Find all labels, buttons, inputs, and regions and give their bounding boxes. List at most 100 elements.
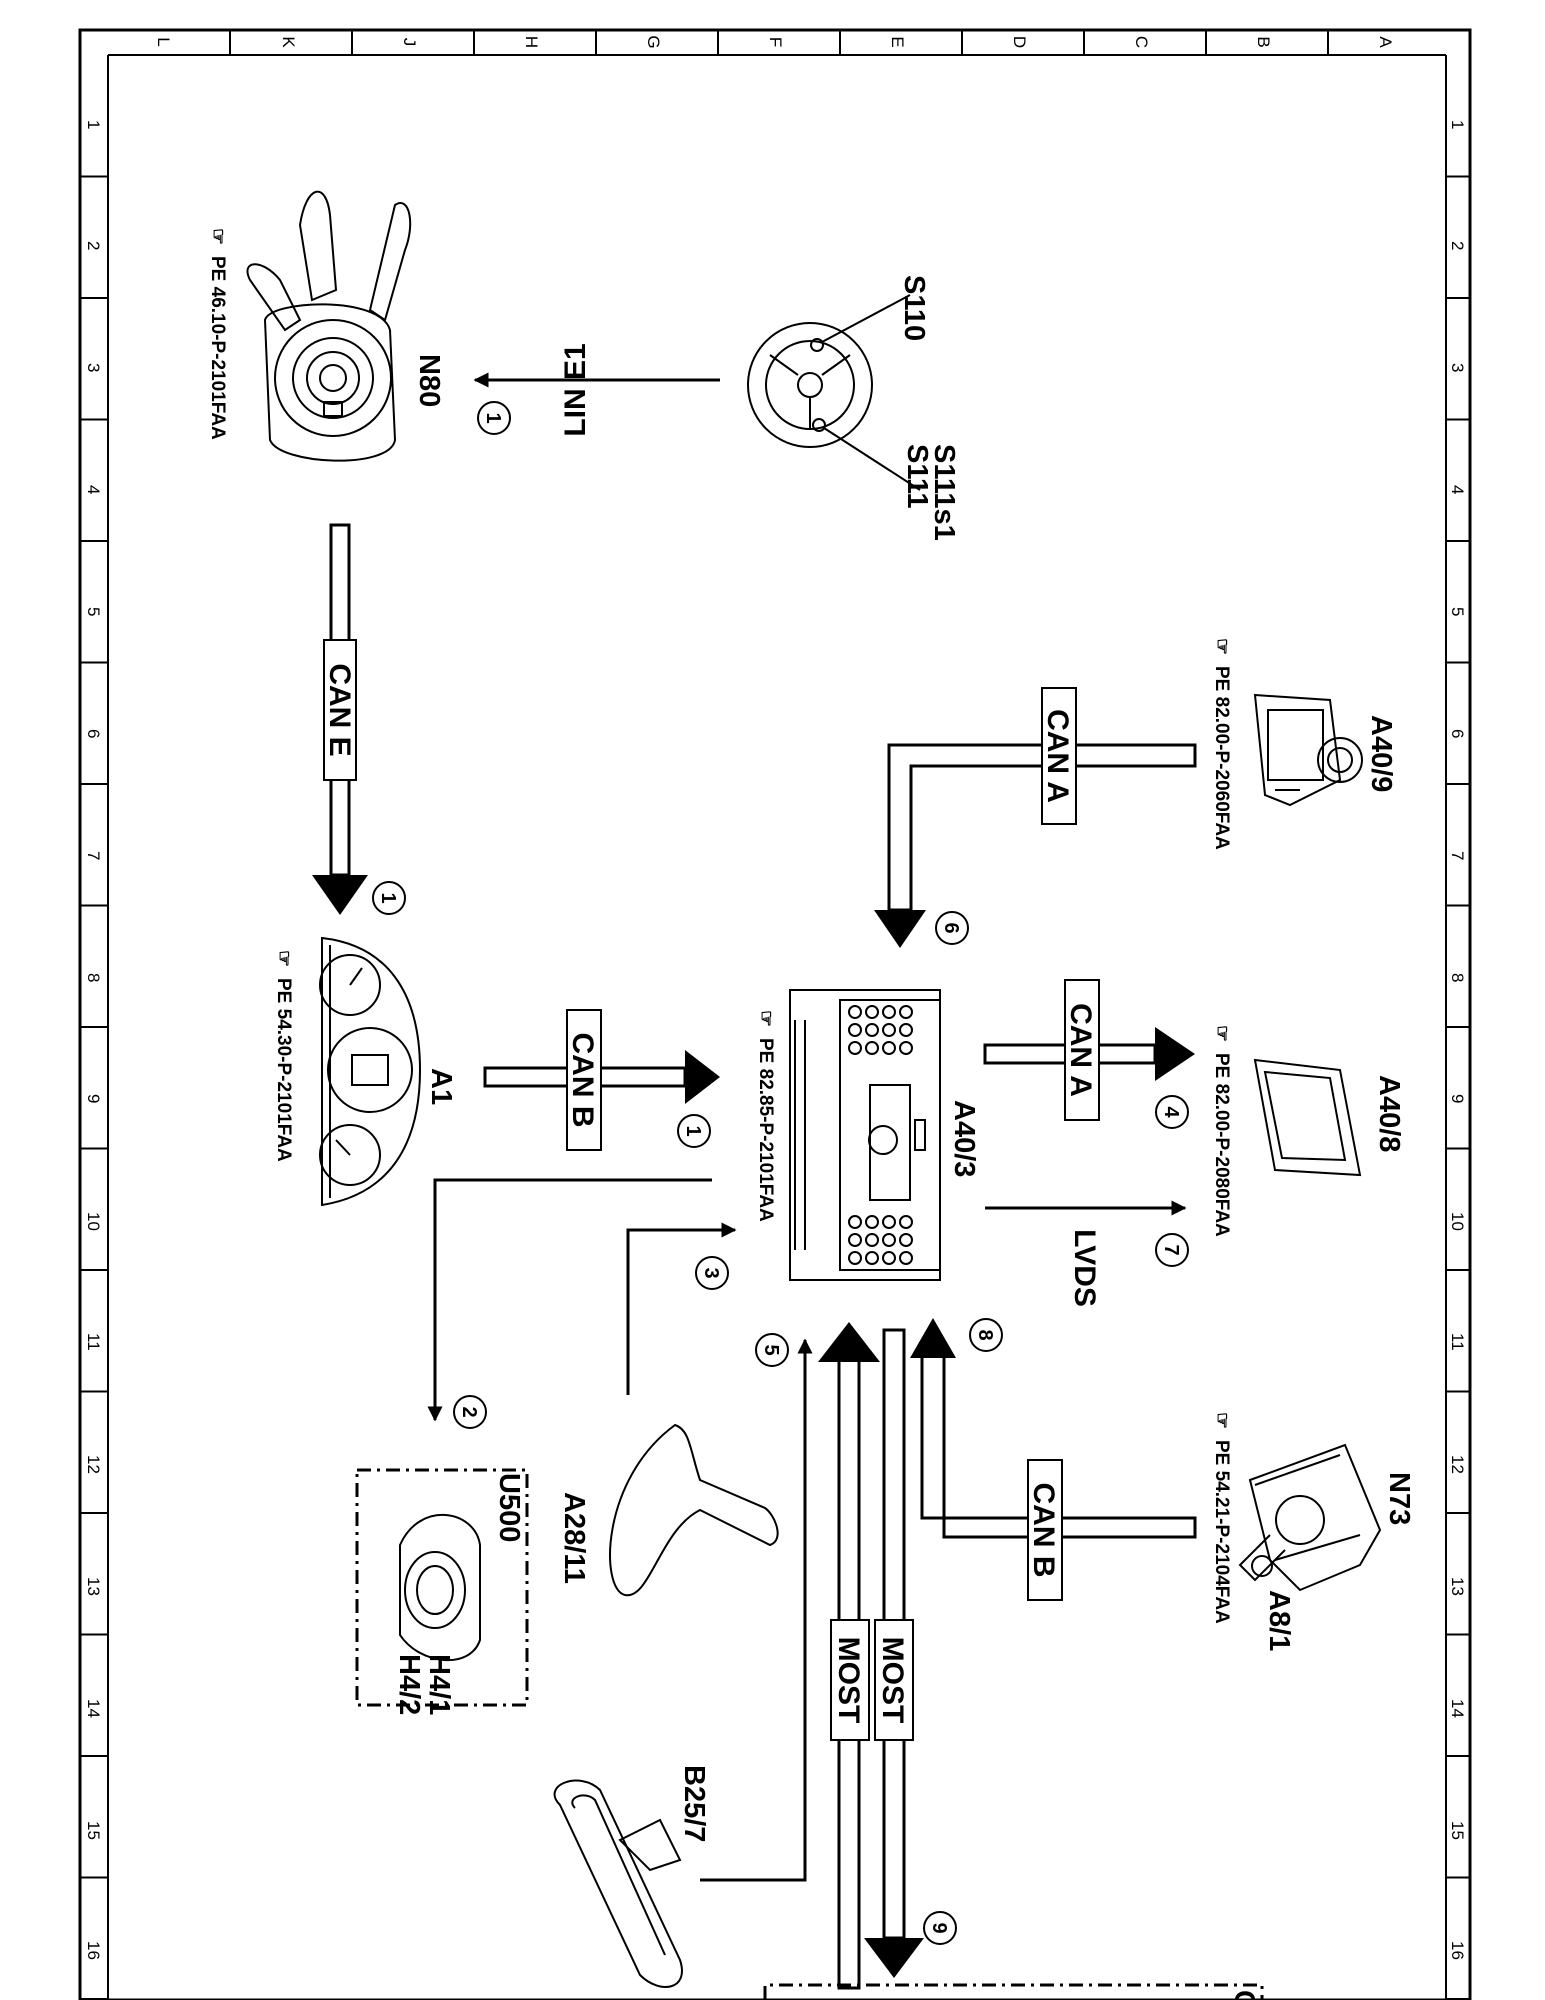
svg-text:1: 1: [482, 412, 504, 423]
button-hole: [848, 1041, 862, 1055]
row-number-right: 15: [1448, 1821, 1467, 1840]
button-hole: [899, 1023, 913, 1037]
row-numbers: 1 2 3 4 5 6 7 8 9 10 11 12 13 14 15 16 1…: [84, 120, 1467, 1960]
reference-hand-icon: ☞: [207, 228, 228, 245]
can-e-label-box: [323, 639, 357, 781]
a1-instrument-cluster: [319, 936, 422, 1207]
a40-8-label: A40/8: [1373, 1075, 1405, 1152]
button-hole: [882, 1023, 896, 1037]
svg-text:6: 6: [940, 922, 962, 933]
row-number-right: 2: [1448, 241, 1467, 250]
column-letter: G: [644, 35, 663, 48]
can-a-top-bus: [874, 743, 1197, 948]
n73-ref-text: PE 54.21-P-2104FAA: [1211, 1440, 1232, 1624]
n80-steering-column-module: [246, 190, 412, 462]
lin-e1-label: LIN E1: [559, 343, 592, 436]
button-hole: [882, 1041, 896, 1055]
row-number-left: 4: [84, 485, 103, 494]
button-hole: [848, 1233, 862, 1247]
n80-label: N80: [413, 354, 445, 407]
svg-text:8: 8: [974, 1329, 996, 1340]
reference-hand-icon: ☞: [273, 950, 294, 967]
a40-8-display: [1253, 1058, 1362, 1177]
button-hole: [899, 1041, 913, 1055]
button-hole: [882, 1215, 896, 1229]
svg-text:1: 1: [682, 1125, 704, 1136]
n80-ref-text: PE 46.10-P-2101FAA: [207, 256, 228, 440]
h4-1-label: H4/1: [423, 1654, 455, 1715]
can-e-label: CAN E: [323, 663, 356, 756]
partial-label: C: [1228, 1990, 1260, 2000]
button-hole: [848, 1005, 862, 1019]
column-letter: A: [1376, 36, 1395, 48]
marker-can-e: 1: [372, 881, 406, 915]
svg-text:7: 7: [1160, 1244, 1182, 1255]
svg-text:5: 5: [760, 1344, 782, 1355]
reference-hand-icon: ☞: [1211, 638, 1232, 655]
a28-11-knob: [609, 1423, 779, 1597]
drawing-frame: [78, 28, 1472, 2000]
can-b-a1-label: CAN B: [566, 1033, 599, 1128]
column-letter: D: [1010, 36, 1029, 48]
row-number-left: 16: [84, 1941, 103, 1960]
button-hole: [899, 1005, 913, 1019]
marker-9: 9: [923, 1911, 957, 1945]
row-number-right: 1: [1448, 120, 1467, 129]
a40-8-ref-text: PE 82.00-P-2080FAA: [1211, 1053, 1232, 1237]
a8-1-label: A8/1: [1263, 1590, 1295, 1651]
row-number-left: 10: [84, 1212, 103, 1231]
row-number-right: 10: [1448, 1212, 1467, 1231]
row-number-left: 2: [84, 241, 103, 250]
line-2: [427, 1178, 712, 1422]
row-number-left: 5: [84, 607, 103, 616]
line-5: [700, 1338, 813, 1882]
n73-label: N73: [1383, 1472, 1415, 1525]
can-b-a1-bus: [483, 1050, 720, 1104]
svg-text:2: 2: [458, 1406, 480, 1417]
marker-lvds: 7: [1155, 1233, 1189, 1267]
marker-can-a-top: 6: [935, 911, 969, 945]
marker-can-a-right: 4: [1155, 1095, 1189, 1129]
can-b-a1-label-box: [566, 1009, 602, 1151]
a40-9-camera: [1253, 693, 1363, 807]
b25-7-rear-view-mirror: [553, 1779, 683, 1988]
bottom-dashed-box: [763, 1983, 1264, 2000]
row-number-left: 11: [84, 1333, 103, 1351]
button-hole: [865, 1041, 879, 1055]
marker-5: 5: [755, 1333, 789, 1367]
a40-3-ref-text: PE 82.85-P-2101FAA: [755, 1038, 776, 1222]
column-letter: E: [888, 36, 907, 47]
row-number-right: 14: [1448, 1699, 1467, 1718]
row-number-right: 6: [1448, 729, 1467, 738]
a1-label: A1: [425, 1068, 457, 1105]
most-right-label: MOST: [876, 1637, 909, 1724]
marker-lin: 1: [477, 401, 511, 435]
row-number-right: 4: [1448, 485, 1467, 494]
marker-8: 8: [969, 1318, 1003, 1352]
svg-text:3: 3: [700, 1267, 722, 1278]
a40-3-head-unit: [789, 989, 941, 1281]
row-number-right: 3: [1448, 363, 1467, 372]
button-hole: [865, 1023, 879, 1037]
s110-label: S110: [898, 275, 930, 341]
can-b-n73-label: CAN B: [1027, 1483, 1060, 1578]
can-a-top-label-box: [1041, 687, 1077, 825]
a1-reference: ☞ PE 54.30-P-2101FAA: [273, 950, 294, 1162]
lvds-label: LVDS: [1068, 1229, 1101, 1307]
reference-hand-icon: ☞: [1211, 1025, 1232, 1042]
column-letter: C: [1132, 36, 1151, 48]
svg-text:9: 9: [928, 1922, 950, 1933]
row-number-right: 5: [1448, 607, 1467, 616]
column-letters: L K J H G F E D C B A: [154, 35, 1395, 48]
a40-9-reference: ☞ PE 82.00-P-2060FAA: [1211, 638, 1232, 850]
row-number-right: 8: [1448, 973, 1467, 982]
svg-text:4: 4: [1160, 1106, 1182, 1118]
column-letter: K: [279, 36, 298, 48]
button-hole: [848, 1023, 862, 1037]
h4-speaker: [399, 1514, 481, 1662]
h4-2-label: H4/2: [393, 1654, 425, 1715]
can-a-right-label: CAN A: [1064, 1003, 1097, 1097]
button-hole: [865, 1005, 879, 1019]
reference-hand-icon: ☞: [1211, 1412, 1232, 1429]
